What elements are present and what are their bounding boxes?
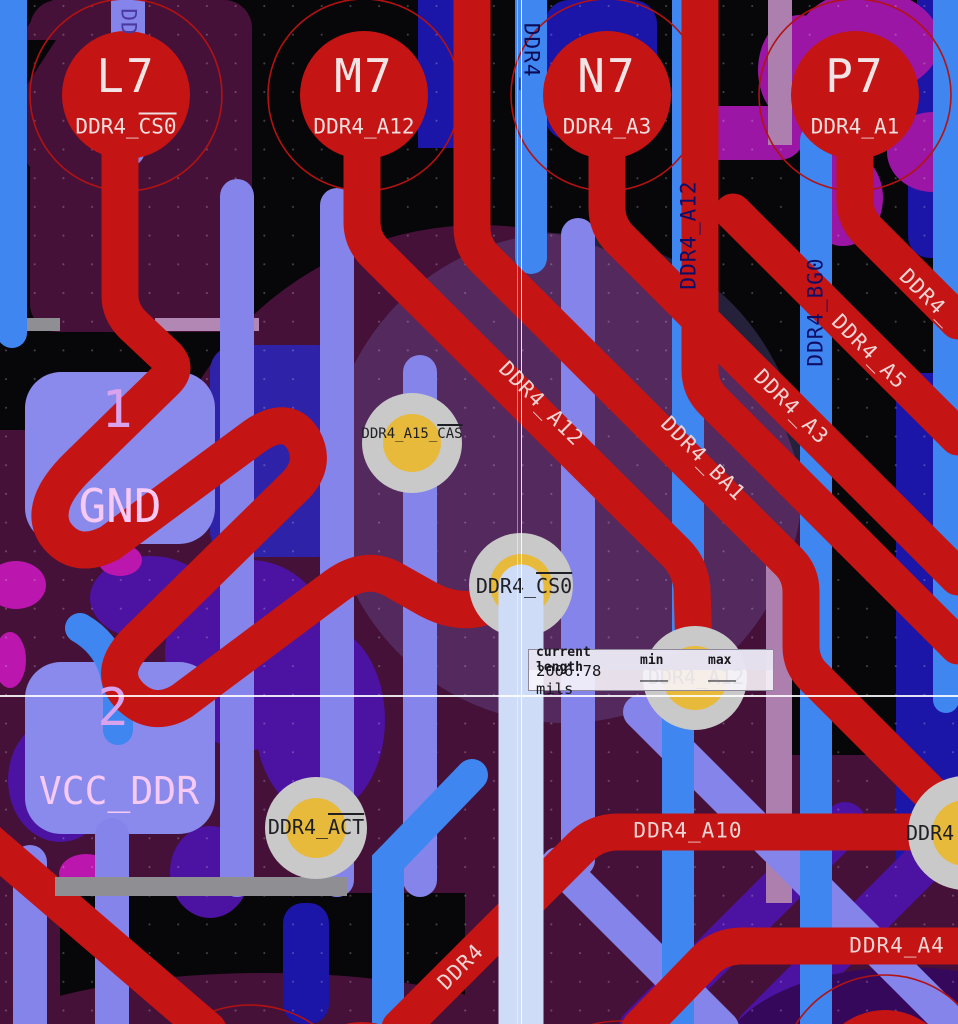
trace-label-ddr4-a12-vert: DDR4_A12 — [676, 180, 701, 290]
pad-N7-ref: N7 — [577, 49, 637, 103]
via-a15-cas-prefix: DDR4_A15_ — [361, 426, 438, 442]
crosshair-horizontal — [0, 695, 958, 697]
via-cs0-overline: CS0 — [536, 574, 573, 598]
pad-P7-ref: P7 — [825, 49, 885, 103]
trace-label-dd-topleft: DD — [116, 8, 141, 36]
trace-label-ddr4-a4: DDR4_A4 — [849, 933, 945, 958]
trace-label-ddr4-top: DDR4_ — [519, 22, 544, 92]
pad-N7 — [543, 31, 671, 159]
trace-label-ddr4-bg0: DDR4_BG0 — [803, 257, 828, 367]
pad-N7-net: DDR4_A3 — [562, 114, 652, 139]
pad-L7-net-prefix: DDR4_ — [75, 114, 139, 139]
route-length-tooltip: current length min max 2006.78 mils ——— … — [528, 645, 774, 698]
through-hole-pads[interactable] — [62, 31, 955, 1024]
gray-bar — [55, 877, 347, 896]
pad-L7-net-overline: CS0 — [138, 114, 177, 139]
via-cs0-label: DDR4_CS0 — [476, 576, 572, 596]
tooltip-value-row: 2006.78 mils ——— ——— — [529, 662, 773, 698]
via-act-overline: ACT — [328, 815, 365, 839]
tooltip-current-length-label: current length — [536, 645, 591, 675]
via-act-label: DDR4_ACT — [268, 817, 364, 837]
via-ddr4-a15-cas — [362, 393, 462, 493]
trace-label-ddr4-a10: DDR4_A10 — [633, 818, 743, 843]
pad-P7 — [791, 31, 919, 159]
pad-M7 — [300, 31, 428, 159]
pad-M7-net: DDR4_A12 — [313, 114, 415, 139]
pad-L7-ref: L7 — [96, 49, 156, 103]
via-a15-cas-overline: CAS — [437, 426, 463, 442]
pad-P7-net: DDR4_A1 — [810, 114, 900, 139]
via-act-prefix: DDR4_ — [267, 815, 329, 839]
tooltip-header-row: current length min max — [529, 645, 773, 675]
crosshair-vertical — [520, 0, 522, 1024]
smd-pad-1-number: 1 — [101, 380, 133, 440]
tooltip-min-value: ——— — [640, 671, 668, 689]
via-edge-label: DDR4 — [906, 821, 955, 845]
pad-bottom-right — [843, 1010, 927, 1024]
smd-pad-2-net: VCC_DDR — [38, 769, 200, 813]
tooltip-max-value: ——— — [708, 671, 736, 689]
via-cs0-prefix: DDR4_ — [475, 574, 537, 598]
via-ddr4-act — [265, 777, 367, 879]
via-a15-cas-label: DDR4_A15_CAS — [361, 427, 462, 441]
pad-M7-ref: M7 — [334, 49, 394, 103]
smd-pad-2-number: 2 — [97, 678, 129, 738]
crosshair-vertical-secondary — [517, 0, 518, 1024]
tooltip-max-label: max — [708, 652, 732, 668]
via-edge-right — [908, 776, 958, 890]
tooltip-current-length-value: 2006.78 mils — [536, 662, 602, 698]
smd-pad-1-net: GND — [78, 479, 162, 533]
pad-L7-net: DDR4_CS0 — [75, 114, 177, 139]
tooltip-min-label: min — [640, 652, 664, 668]
pad-L7 — [62, 31, 190, 159]
